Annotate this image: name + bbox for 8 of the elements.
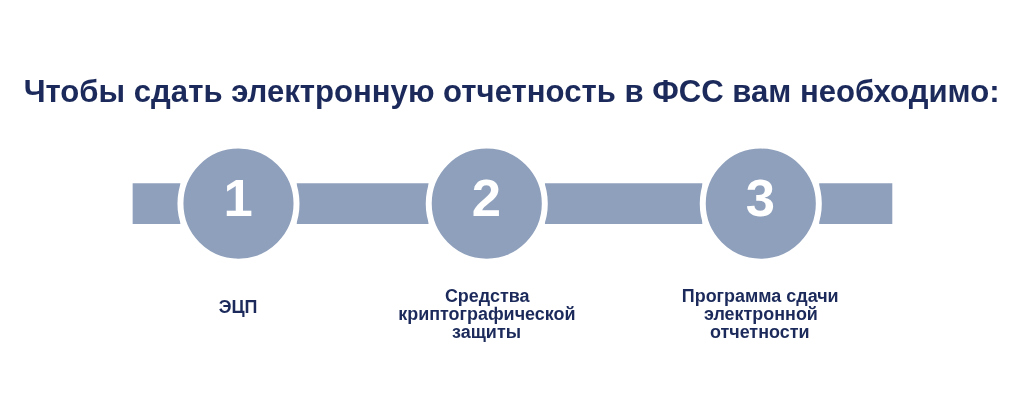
connector	[544, 182, 702, 224]
node-label: Программа сдачи электронной отчетности	[681, 285, 839, 342]
node-label: ЭЦП	[218, 296, 257, 317]
node-label: Средства криптографической защиты	[397, 285, 576, 342]
connector	[296, 182, 428, 224]
connector	[818, 182, 892, 224]
connector	[132, 182, 180, 224]
diagram-title: Чтобы сдать электронную отчетность в ФСС вам необходимо:	[23, 73, 1000, 109]
